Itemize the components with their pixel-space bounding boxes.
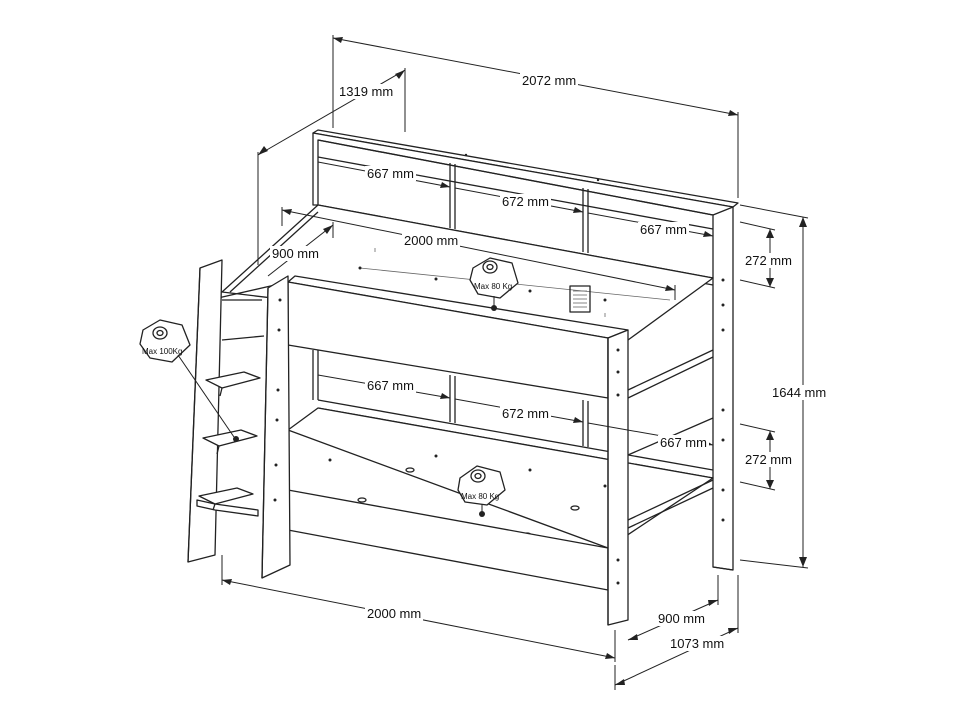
- overall-height-label: 1644 mm: [770, 385, 829, 400]
- bottom-shelf-height-label: 272 mm: [743, 452, 794, 467]
- top-bed-width-label: 900 mm: [270, 246, 321, 261]
- top-bunk-weight-icon: [469, 257, 519, 311]
- bottom-bed-width-label: 900 mm: [656, 611, 707, 626]
- top-shelf-height-label: 272 mm: [743, 253, 794, 268]
- top-bunk-weight-label: Max 80 Kg: [474, 282, 513, 291]
- right-front-post: [607, 329, 629, 626]
- ladder: [187, 259, 265, 563]
- overall-depth-label: 1319 mm: [337, 84, 396, 99]
- bottom-bed-length-label: 2000 mm: [365, 606, 424, 621]
- overall-width-label: 2072 mm: [520, 73, 579, 88]
- bottom-bunk-weight-icon: [457, 465, 506, 517]
- bottom-shelf-middle-label: 672 mm: [500, 406, 551, 421]
- ladder-weight-icon: [139, 319, 239, 442]
- bottom-shelf-left-label: 667 mm: [365, 378, 416, 393]
- top-shelf-left-label: 667 mm: [365, 166, 416, 181]
- frame-depth-label: 1073 mm: [668, 636, 727, 651]
- bottom-shelf-right-label: 667 mm: [658, 435, 709, 450]
- top-bed-length-label: 2000 mm: [402, 233, 461, 248]
- left-front-post: [261, 275, 291, 579]
- top-shelf-right-label: 667 mm: [638, 222, 689, 237]
- ladder-weight-label: Max 100Kg: [142, 347, 183, 356]
- bottom-bunk-weight-label: Max 80 Kg: [461, 492, 500, 501]
- top-shelf-middle-label: 672 mm: [500, 194, 551, 209]
